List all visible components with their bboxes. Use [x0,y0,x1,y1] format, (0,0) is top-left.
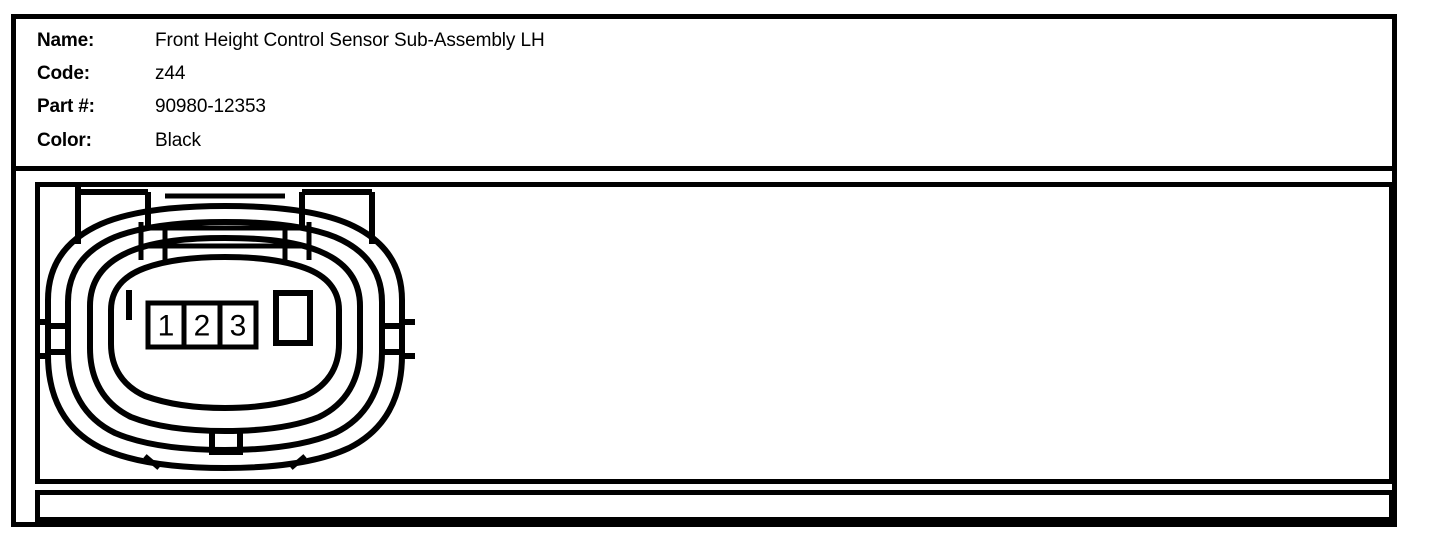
pin-number-3: 3 [230,310,247,343]
diagram-panel [35,182,1394,484]
spec-value-part-number: 90980-12353 [155,96,266,117]
spec-label-part-number: Part #: [37,96,95,117]
connector-top-flange [75,182,375,244]
connector-right-ear [402,319,415,359]
spec-value-name: Front Height Control Sensor Sub-Assembly… [155,30,545,51]
connector-drawing: 1 2 3 [35,182,415,472]
spec-value-code: z44 [155,63,186,84]
spec-label-color: Color: [37,130,92,151]
connector-bottom-chamfers [143,454,307,470]
spec-block: Name: Front Height Control Sensor Sub-Ass… [16,19,1393,171]
connector-shell-ring-3 [87,234,363,435]
connector-right-keying-block [273,290,313,346]
spec-row-color: Color: Black [37,130,201,154]
footer-strip [35,490,1394,522]
pin-cavity-group: 1 2 3 [145,290,313,350]
spec-row-part-number: Part #: 90980-12353 [37,96,266,120]
spec-row-code: Code: z44 [37,63,185,87]
connector-diagram: 1 2 3 [35,180,415,486]
connector-bottom-notch [209,431,243,455]
pin-number-1: 1 [158,310,175,343]
spec-label-name: Name: [37,30,95,51]
connector-latch-bars [141,225,309,249]
connector-shell-ring-2 [65,218,385,454]
connector-right-ear-inner [382,323,402,355]
spec-label-code: Code: [37,63,90,84]
connector-inner-housing [108,253,342,412]
pin-cavity-3 [217,300,259,350]
spec-row-name: Name: Front Height Control Sensor Sub-Ass… [37,30,545,54]
spec-value-color: Black [155,130,201,151]
connector-left-ear-inner [48,323,68,355]
pin-number-2: 2 [194,310,211,343]
connector-left-ear [35,319,48,359]
